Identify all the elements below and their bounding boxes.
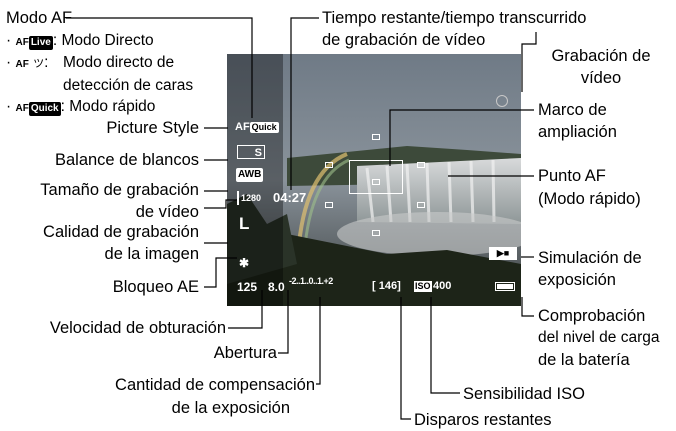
battery-icon bbox=[495, 282, 515, 291]
shutter-speed-readout: 125 bbox=[237, 280, 258, 294]
white-balance-icon: AWB bbox=[236, 168, 264, 182]
af-point bbox=[372, 230, 380, 236]
af-point bbox=[325, 202, 333, 208]
af-point-center bbox=[372, 179, 380, 185]
label-bloqueo-ae: Bloqueo AE bbox=[112, 278, 199, 296]
label-bateria-3: de la batería bbox=[538, 351, 630, 369]
label-picture-style: Picture Style bbox=[106, 119, 199, 137]
iso-readout: 400 bbox=[433, 280, 452, 292]
label-simulacion-2: exposición bbox=[538, 271, 616, 289]
af-point bbox=[325, 162, 333, 168]
label-tiempo-1: Tiempo restante/tiempo transcurrido bbox=[322, 9, 587, 27]
label-caras-line2: detección de caras bbox=[63, 77, 194, 94]
picture-style-icon: S bbox=[237, 145, 265, 159]
label-calidad-1: Calidad de grabación bbox=[43, 223, 199, 241]
label-grabacion-2: vídeo bbox=[580, 69, 622, 87]
movie-size-icon: 1280 bbox=[237, 191, 261, 205]
ae-lock-icon: ✱ bbox=[239, 256, 250, 270]
label-punto-af-2: (Modo rápido) bbox=[538, 190, 641, 208]
label-abertura: Abertura bbox=[213, 344, 277, 362]
exposure-simulation-icon: ▶■ bbox=[489, 247, 517, 260]
shots-remaining-readout: [ 146] bbox=[372, 280, 401, 292]
label-simulacion-1: Simulación de bbox=[538, 249, 642, 267]
af-point bbox=[417, 162, 425, 168]
label-tamano-grabacion-2: de vídeo bbox=[135, 203, 199, 221]
label-calidad-2: de la imagen bbox=[104, 245, 199, 263]
af-point bbox=[417, 202, 425, 208]
image-quality-icon: L bbox=[239, 214, 250, 233]
label-modo-directo-caras: · AF ツ: bbox=[6, 54, 49, 71]
label-bateria-2: del nivel de carga bbox=[538, 329, 660, 346]
af-point bbox=[372, 134, 380, 140]
label-bateria-1: Comprobación bbox=[538, 307, 646, 325]
label-grabacion-1: Grabación de bbox=[551, 47, 651, 65]
time-readout: 04:27 bbox=[273, 190, 307, 205]
label-tiempo-2: de grabación de vídeo bbox=[322, 31, 486, 49]
exposure-compensation-scale: -2..1..0..1.+2 bbox=[289, 276, 333, 286]
label-caras-line1: Modo directo de bbox=[63, 54, 175, 71]
label-balance-blancos: Balance de blancos bbox=[54, 151, 199, 169]
label-velocidad: Velocidad de obturación bbox=[49, 319, 226, 337]
iso-icon: ISO bbox=[414, 281, 432, 292]
recording-indicator bbox=[496, 95, 508, 107]
aperture-readout: 8.0 bbox=[268, 280, 285, 294]
label-modo-af: Modo AF bbox=[6, 9, 73, 27]
label-compensacion-2: de la exposición bbox=[171, 399, 290, 417]
label-marco-1: Marco de bbox=[538, 101, 607, 119]
label-disparos: Disparos restantes bbox=[414, 411, 552, 429]
label-tamano-grabacion-1: Tamaño de grabación bbox=[40, 181, 199, 199]
magnification-frame bbox=[349, 160, 403, 194]
label-punto-af-1: Punto AF bbox=[538, 167, 606, 185]
label-compensacion-1: Cantidad de compensación bbox=[115, 376, 315, 394]
landscape-scene-image bbox=[227, 54, 521, 306]
label-iso: Sensibilidad ISO bbox=[463, 385, 585, 403]
label-marco-2: ampliación bbox=[538, 123, 617, 141]
